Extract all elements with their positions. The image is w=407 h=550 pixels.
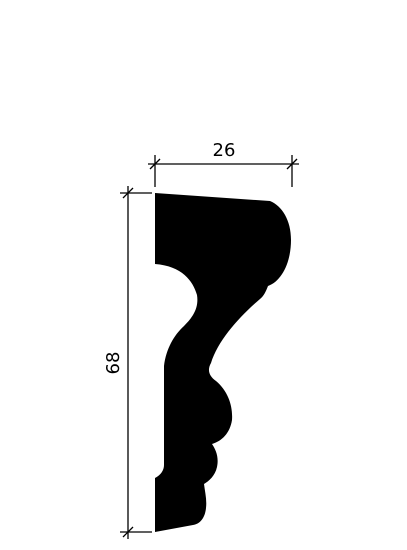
width-tick-right	[286, 158, 298, 170]
width-dimension-label: 26	[213, 140, 236, 161]
height-tick-bottom	[122, 526, 134, 538]
height-dimension-label: 68	[103, 352, 124, 375]
height-tick-top	[122, 187, 134, 199]
molding-profile-shape	[155, 193, 291, 532]
width-dimension: 26	[148, 140, 299, 187]
height-dimension: 68	[103, 186, 152, 539]
width-tick-left	[149, 158, 161, 170]
